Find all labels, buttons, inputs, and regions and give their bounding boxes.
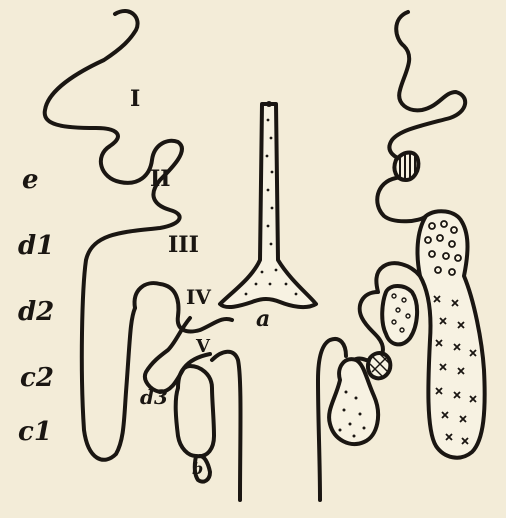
label-b: b bbox=[192, 459, 203, 478]
label-a: a bbox=[256, 306, 270, 332]
label-V: V bbox=[195, 336, 211, 357]
label-d2: d2 bbox=[18, 297, 54, 327]
label-IV: IV bbox=[186, 285, 211, 309]
label-e: e bbox=[22, 165, 39, 195]
label-c1: c1 bbox=[18, 417, 52, 447]
label-II: II bbox=[150, 166, 171, 192]
large-right-lobe bbox=[418, 211, 485, 457]
center-right-wall bbox=[212, 352, 241, 500]
label-III: III bbox=[168, 232, 199, 258]
label-I: I bbox=[130, 86, 140, 112]
right-wall-outline bbox=[377, 12, 465, 221]
label-c2: c2 bbox=[20, 363, 54, 393]
label-d1: d1 bbox=[18, 231, 54, 261]
stalk-tip bbox=[266, 101, 272, 107]
right-pouch-upper bbox=[382, 286, 417, 344]
label-d3: d3 bbox=[140, 385, 168, 409]
pouch-d3-outline bbox=[176, 366, 214, 456]
central-structure-a bbox=[220, 104, 316, 307]
